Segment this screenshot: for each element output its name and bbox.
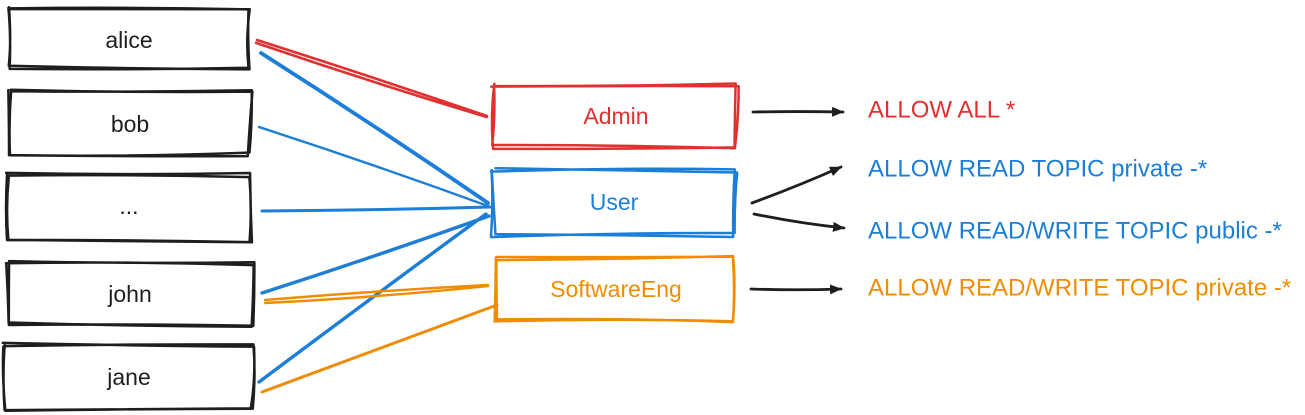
permission-readwrite-public[interactable]: ALLOW READ/WRITE TOPIC public -* <box>868 218 1282 245</box>
user-box <box>7 88 254 158</box>
user-node-ellipsis[interactable]: ... <box>4 171 254 244</box>
role-node-admin[interactable]: Admin <box>489 82 740 151</box>
user-box <box>7 5 252 71</box>
role-node-user[interactable]: User <box>489 166 739 239</box>
edge-alice-admin <box>254 38 489 119</box>
role-node-softwareeng[interactable]: SoftwareEng <box>493 254 736 324</box>
permission-allow-all[interactable]: ALLOW ALL * <box>868 97 1015 124</box>
user-label-ellipsis: ... <box>119 193 138 219</box>
edge-john-softwareeng <box>263 283 490 305</box>
edge-john-user <box>260 214 491 295</box>
role-box <box>489 82 740 151</box>
edge-ellipsis-user <box>260 205 492 213</box>
grant-arrows <box>749 106 846 295</box>
user-label-john: john <box>107 281 151 307</box>
user-label-jane: jane <box>106 364 150 390</box>
role-label-admin: Admin <box>583 103 648 129</box>
edge-bob-user <box>257 125 490 208</box>
user-node-bob[interactable]: bob <box>7 88 254 158</box>
arrow-softwareeng-allow-readwrite-private <box>749 284 843 295</box>
user-box <box>4 259 256 329</box>
permission-read-private[interactable]: ALLOW READ TOPIC private -* <box>868 156 1207 183</box>
role-nodes: Admin User SoftwareEng <box>489 82 740 324</box>
user-node-john[interactable]: john <box>4 259 256 329</box>
role-label-user: User <box>590 189 639 215</box>
user-box <box>1 341 256 412</box>
arrow-user-allow-readwrite-public <box>752 212 846 232</box>
edge-jane-softwareeng <box>260 303 499 394</box>
user-label-bob: bob <box>111 111 149 137</box>
permission-texts: ALLOW ALL * ALLOW READ TOPIC private -* … <box>868 97 1291 302</box>
user-label-alice: alice <box>105 27 152 53</box>
role-box <box>493 254 736 324</box>
user-box <box>4 171 254 244</box>
role-box <box>489 166 739 239</box>
user-node-alice[interactable]: alice <box>7 5 252 71</box>
arrow-user-allow-read-private <box>750 165 843 205</box>
role-label-softwareeng: SoftwareEng <box>550 276 682 302</box>
assignment-edges <box>254 38 499 394</box>
user-nodes: alice bob ... john jane <box>1 5 256 412</box>
edge-alice-user <box>259 51 490 205</box>
permission-readwrite-private[interactable]: ALLOW READ/WRITE TOPIC private -* <box>868 275 1291 302</box>
user-node-jane[interactable]: jane <box>1 341 256 412</box>
